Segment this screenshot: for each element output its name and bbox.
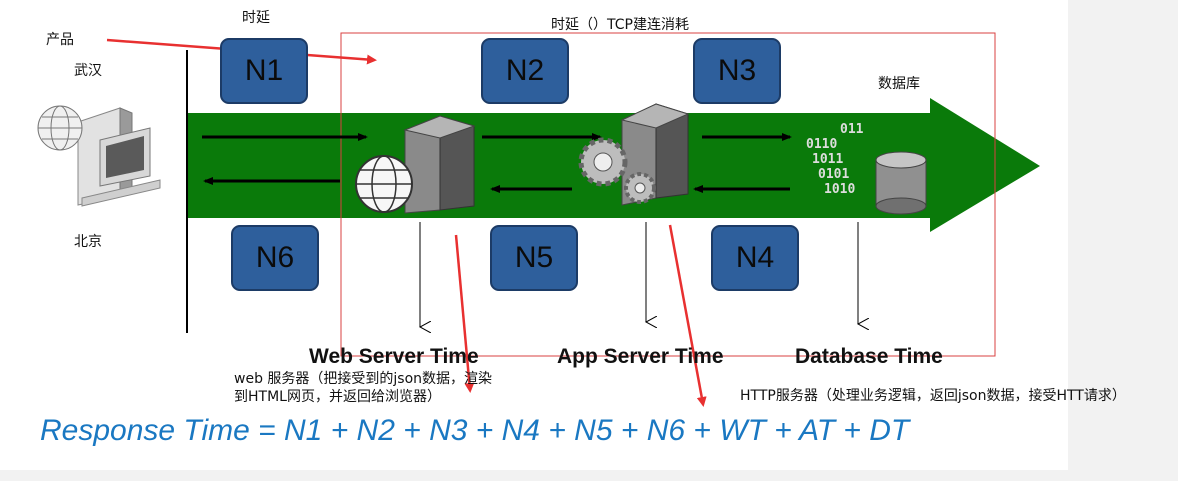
web-annotation-arrow [454, 234, 475, 393]
node-n6: N6 [231, 225, 319, 291]
svg-text:1010: 1010 [824, 182, 855, 197]
node-n5: N5 [490, 225, 578, 291]
node-n3: N3 [693, 38, 781, 104]
svg-text:0110: 0110 [806, 137, 837, 152]
beijing-label: 北京 [74, 234, 102, 250]
app-server-icon [578, 103, 690, 206]
svg-text:0101: 0101 [818, 167, 849, 182]
tcp-latency-label: 时延（）TCP建连消耗 [551, 17, 689, 33]
http-annotation-arrow [668, 224, 707, 407]
highlight-box [340, 32, 996, 357]
client-computer-icon [37, 105, 161, 207]
wuhan-label: 武汉 [74, 63, 102, 79]
database-time-label: Database Time [795, 345, 943, 368]
latency-label: 时延 [242, 10, 270, 26]
node-n4: N4 [711, 225, 799, 291]
response-time-formula: Response Time = N1 + N2 + N3 + N4 + N5 +… [40, 414, 910, 447]
app-server-time-label: App Server Time [557, 345, 724, 368]
product-label: 产品 [46, 32, 74, 48]
svg-text:1011: 1011 [812, 152, 843, 167]
web-server-note: web 服务器（把接受到的json数据，渲染到HTML网页，并返回给浏览器） [234, 371, 493, 405]
database-icon: 0110 1011 0101 1010 011 [806, 122, 927, 215]
database-label: 数据库 [878, 76, 920, 92]
web-server-time-label: Web Server Time [309, 345, 479, 368]
web-server-icon [355, 115, 476, 214]
svg-text:011: 011 [840, 122, 864, 137]
node-n1: N1 [220, 38, 308, 104]
http-server-note: HTTP服务器（处理业务逻辑，返回json数据，接受HTT请求） [740, 388, 1126, 404]
node-n2: N2 [481, 38, 569, 104]
